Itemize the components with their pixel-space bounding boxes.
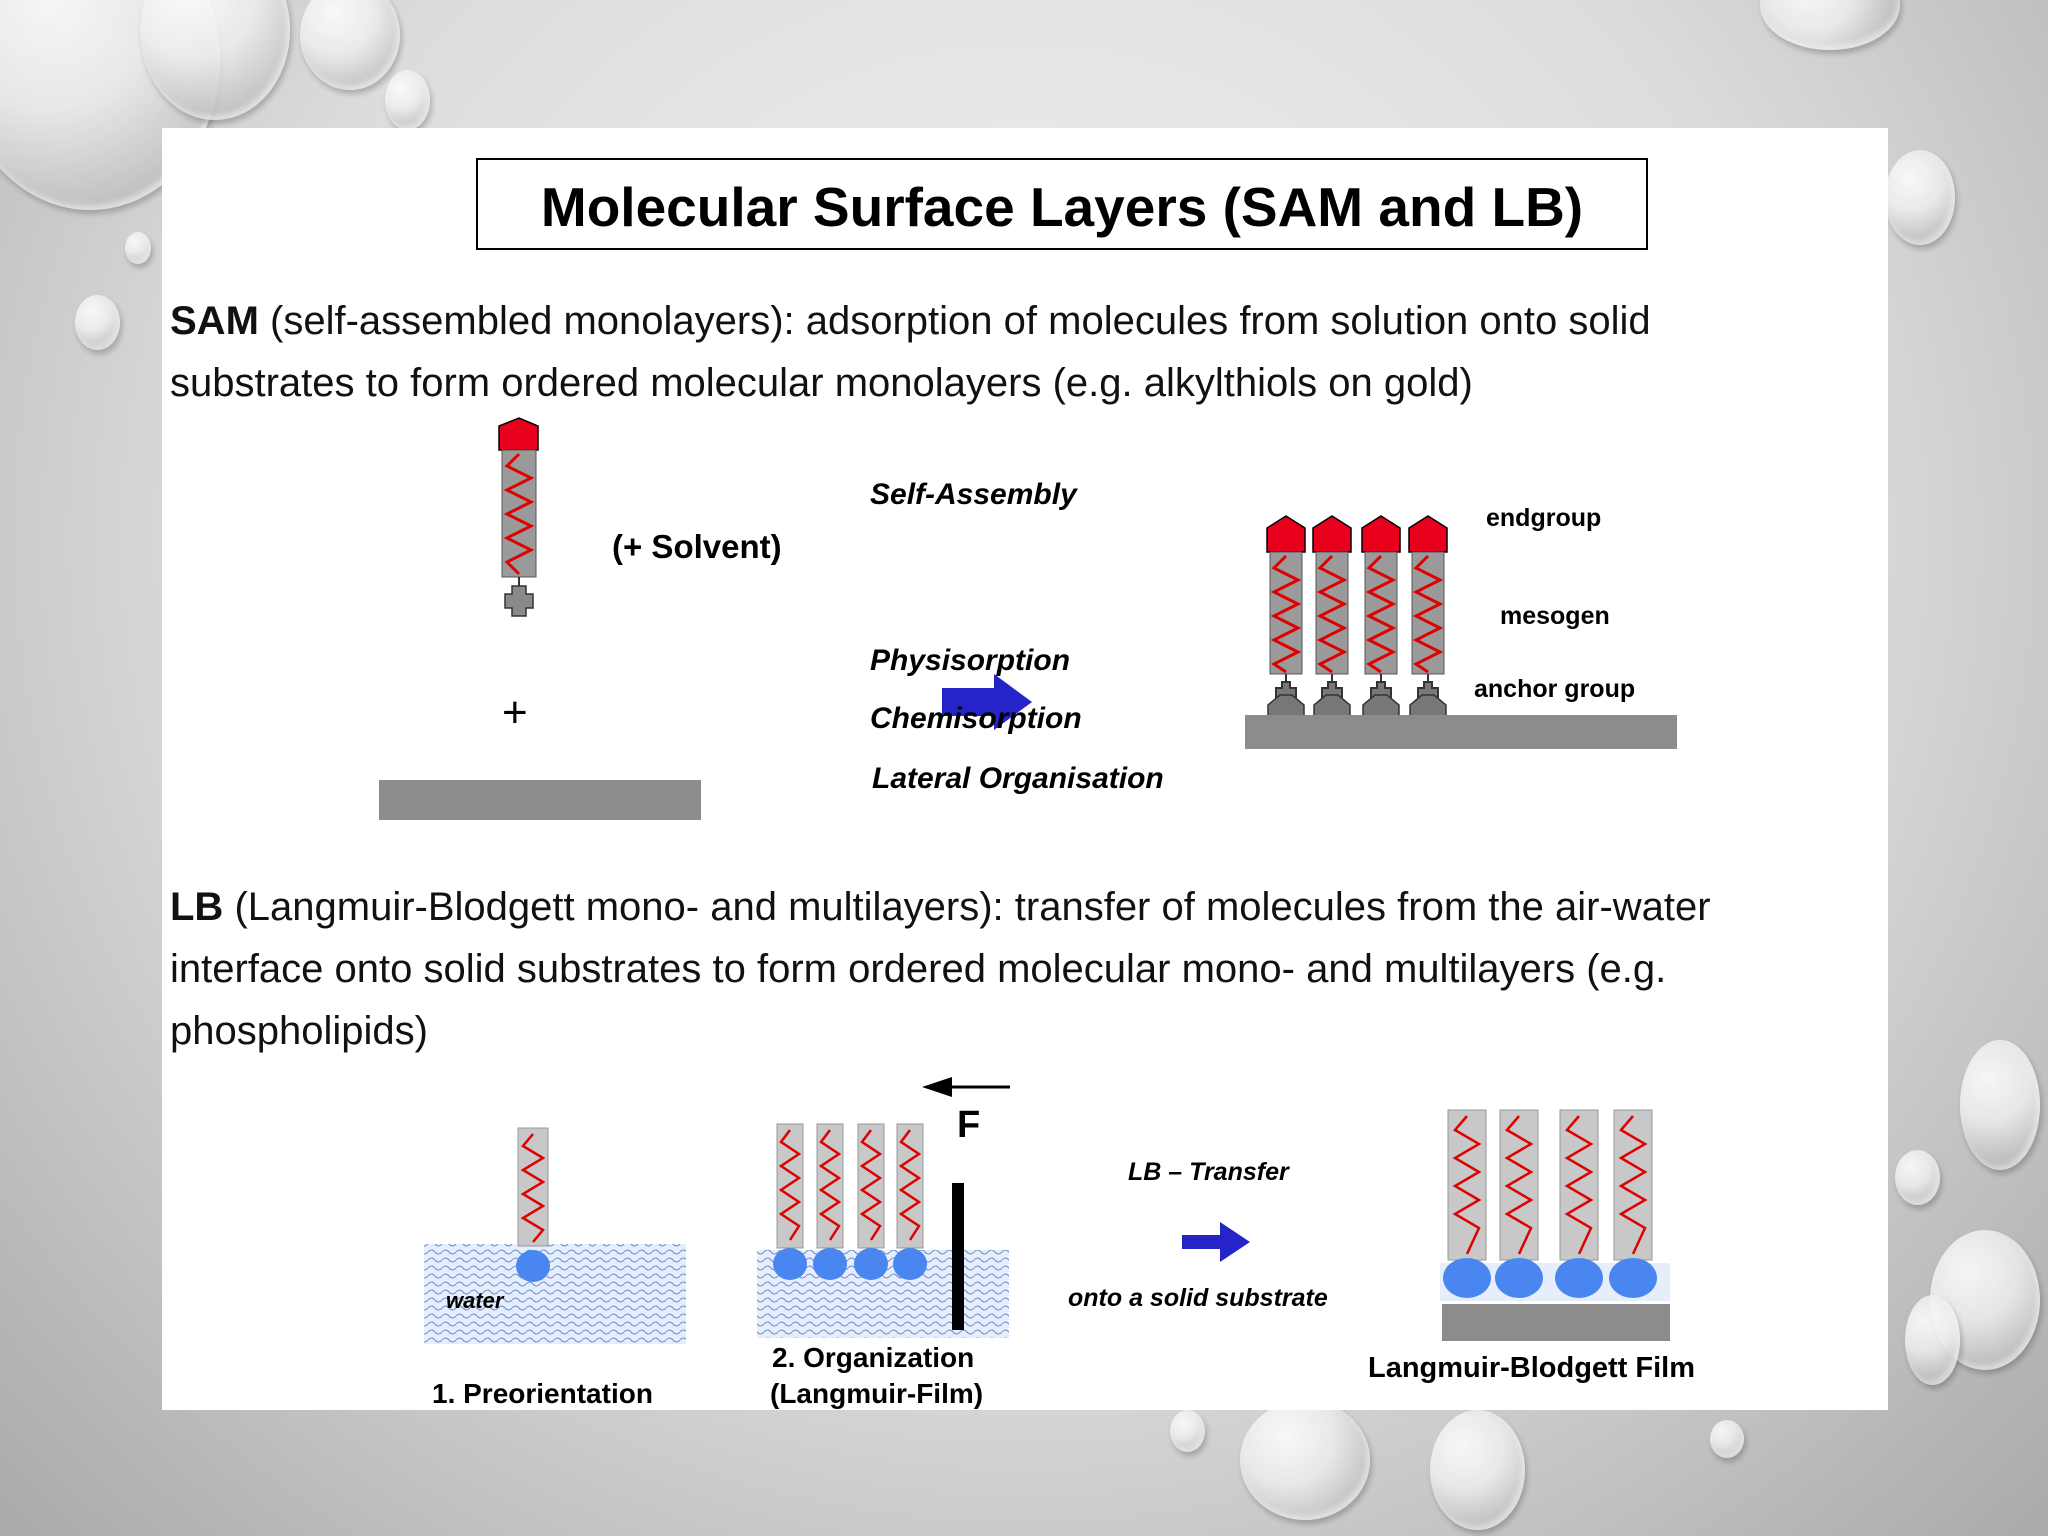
diagram-graphics: [379, 417, 1677, 1344]
onto-substrate-label: onto a solid substrate: [1068, 1284, 1328, 1312]
water-drop-decoration: [385, 70, 430, 130]
bare-substrate: [379, 780, 701, 820]
barrier-bar: [952, 1183, 964, 1330]
endgroup-shape: [498, 417, 539, 451]
lb-film: [1440, 1108, 1670, 1341]
arrow-right-icon: [942, 674, 1032, 730]
solvent-label: (+ Solvent): [612, 528, 782, 565]
physisorption-label: Physisorption: [870, 644, 1071, 677]
plus-sign: +: [502, 688, 528, 737]
water-drop-decoration: [1895, 1150, 1940, 1205]
water-drop-decoration: [1170, 1410, 1205, 1452]
gold-substrate: [1245, 715, 1677, 749]
water-drop-decoration: [1960, 1040, 2040, 1170]
water-drop-decoration: [75, 295, 120, 350]
step1-label: 1. Preorientation: [432, 1378, 653, 1409]
lb-organization: [757, 1077, 1010, 1338]
water-drop-decoration: [1710, 1420, 1744, 1458]
self-assembly-label: Self-Assembly: [870, 478, 1077, 511]
step2-label-line2: (Langmuir-Film): [770, 1378, 984, 1409]
lb-term: LB: [170, 885, 224, 929]
water-drop-decoration: [1905, 1295, 1960, 1385]
sam-term: SAM: [170, 299, 259, 343]
water-drop-decoration: [1430, 1410, 1525, 1530]
zigzag-chain: [503, 452, 535, 576]
film-label: Langmuir-Blodgett Film: [1368, 1352, 1696, 1384]
force-label: F: [957, 1104, 981, 1146]
water-drop-decoration: [1760, 0, 1900, 50]
water-drop-decoration: [300, 0, 400, 90]
lb-text-line1: (Langmuir-Blodgett mono- and multilayers…: [223, 885, 1711, 929]
sam-description: SAM (self-assembled monolayers): adsorpt…: [170, 290, 1870, 414]
headgroup-shape: [516, 1250, 550, 1282]
step2-label-line1: 2. Organization: [772, 1342, 975, 1373]
sam-single-molecule: [498, 417, 539, 617]
anchor-group-shape: [504, 585, 534, 617]
lb-preorientation: [424, 1127, 686, 1344]
lateral-organisation-label: Lateral Organisation: [872, 762, 1164, 795]
lb-text-line3: phospholipids): [170, 1009, 428, 1053]
water-drop-decoration: [1240, 1400, 1370, 1520]
lb-text-line2: interface onto solid substrates to form …: [170, 947, 1667, 991]
slide-content: Molecular Surface Layers (SAM and LB) SA…: [162, 128, 1888, 1410]
title-box: Molecular Surface Layers (SAM and LB): [476, 158, 1648, 250]
chemisorption-label: Chemisorption: [870, 702, 1082, 735]
arrow-right-icon: [1182, 1222, 1250, 1262]
water-drop-decoration: [125, 232, 151, 264]
mesogen-label: mesogen: [1500, 602, 1610, 630]
sam-text-line2: substrates to form ordered molecular mon…: [170, 361, 1473, 405]
sam-text-line1: (self-assembled monolayers): adsorption …: [258, 299, 1651, 343]
page-title: Molecular Surface Layers (SAM and LB): [540, 176, 1584, 238]
lb-description: LB (Langmuir-Blodgett mono- and multilay…: [170, 876, 1870, 1062]
sam-assembled-monolayer: [1245, 514, 1677, 749]
solid-substrate: [1442, 1304, 1670, 1341]
anchor-group-label: anchor group: [1474, 675, 1636, 703]
lb-transfer-label: LB – Transfer: [1128, 1158, 1289, 1186]
water-label: water: [446, 1288, 504, 1313]
arrow-left-icon: [922, 1077, 952, 1097]
endgroup-label: endgroup: [1486, 504, 1602, 532]
water-drop-decoration: [1885, 150, 1955, 245]
